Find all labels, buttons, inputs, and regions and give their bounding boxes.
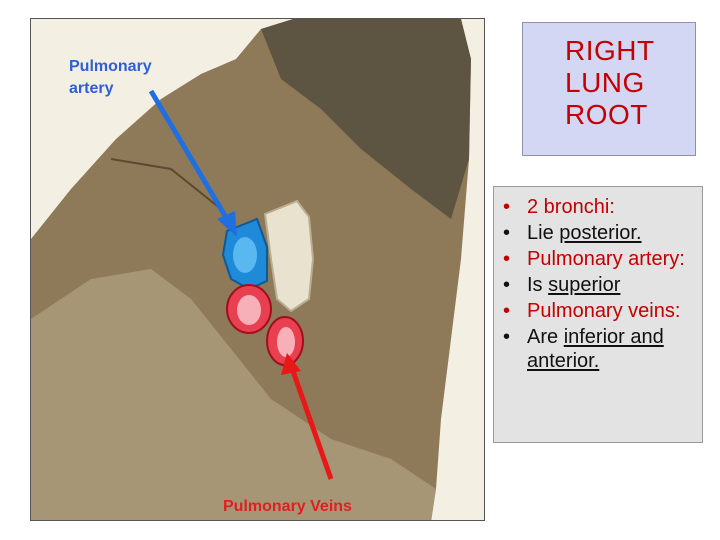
- bullet-emphasis: posterior.: [559, 222, 642, 244]
- bullet-text: 2 bronchi:: [527, 196, 615, 218]
- title-line-3: ROOT: [565, 99, 648, 130]
- veins-arrow-head: [281, 353, 301, 375]
- bullet-text: Are: [527, 326, 564, 348]
- bullet-bronchi-position: • Lie posterior.: [494, 221, 702, 245]
- lung-lower-lobe: [31, 269, 436, 520]
- title-line-1: RIGHT: [565, 35, 655, 66]
- title-line-2: LUNG: [565, 67, 645, 98]
- bullet-dot: •: [503, 300, 511, 322]
- bullet-emphasis: superior: [548, 274, 621, 296]
- artery-lumen: [233, 237, 257, 273]
- bullet-text: Is: [527, 274, 549, 296]
- key-points-list: • 2 bronchi: • Lie posterior. • Pulmonary a…: [494, 187, 702, 373]
- bullet-text: Lie: [527, 222, 560, 244]
- bullet-emphasis: inferior and anterior.: [527, 326, 664, 372]
- lower-vein-lumen: [277, 327, 295, 357]
- lung-specimen-illustration: Pulmonary artery Pulmonary Veins: [31, 19, 484, 520]
- artery-label-line2: artery: [69, 80, 114, 97]
- bullet-text: Pulmonary veins:: [527, 300, 681, 322]
- bullet-artery: • Pulmonary artery:: [494, 247, 702, 271]
- bullet-text: Pulmonary artery:: [527, 248, 685, 270]
- bullet-veins-position: • Are inferior and anterior.: [494, 325, 702, 373]
- lung-shadow: [261, 19, 471, 219]
- bullet-dot: •: [503, 326, 511, 348]
- bronchus: [263, 199, 315, 313]
- artery-arrow-head: [217, 211, 237, 237]
- bullet-dot: •: [503, 196, 511, 218]
- bullet-artery-position: • Is superior: [494, 273, 702, 297]
- key-points-box: • 2 bronchi: • Lie posterior. • Pulmonary a…: [493, 186, 703, 443]
- bullet-dot: •: [503, 248, 511, 270]
- lung-root-photo: Pulmonary artery Pulmonary Veins: [30, 18, 485, 521]
- upper-vein-lumen: [237, 295, 261, 325]
- bullet-dot: •: [503, 274, 511, 296]
- veins-label: Pulmonary Veins: [223, 498, 352, 515]
- bullet-bronchi: • 2 bronchi:: [494, 195, 702, 219]
- title-box: RIGHT LUNG ROOT: [522, 22, 696, 156]
- artery-arrow-shaft: [148, 89, 230, 221]
- slide-title: RIGHT LUNG ROOT: [565, 35, 655, 131]
- bullet-veins: • Pulmonary veins:: [494, 299, 702, 323]
- veins-arrow-shaft: [290, 370, 334, 480]
- bullet-dot: •: [503, 222, 511, 244]
- artery-label-line1: Pulmonary: [69, 58, 152, 75]
